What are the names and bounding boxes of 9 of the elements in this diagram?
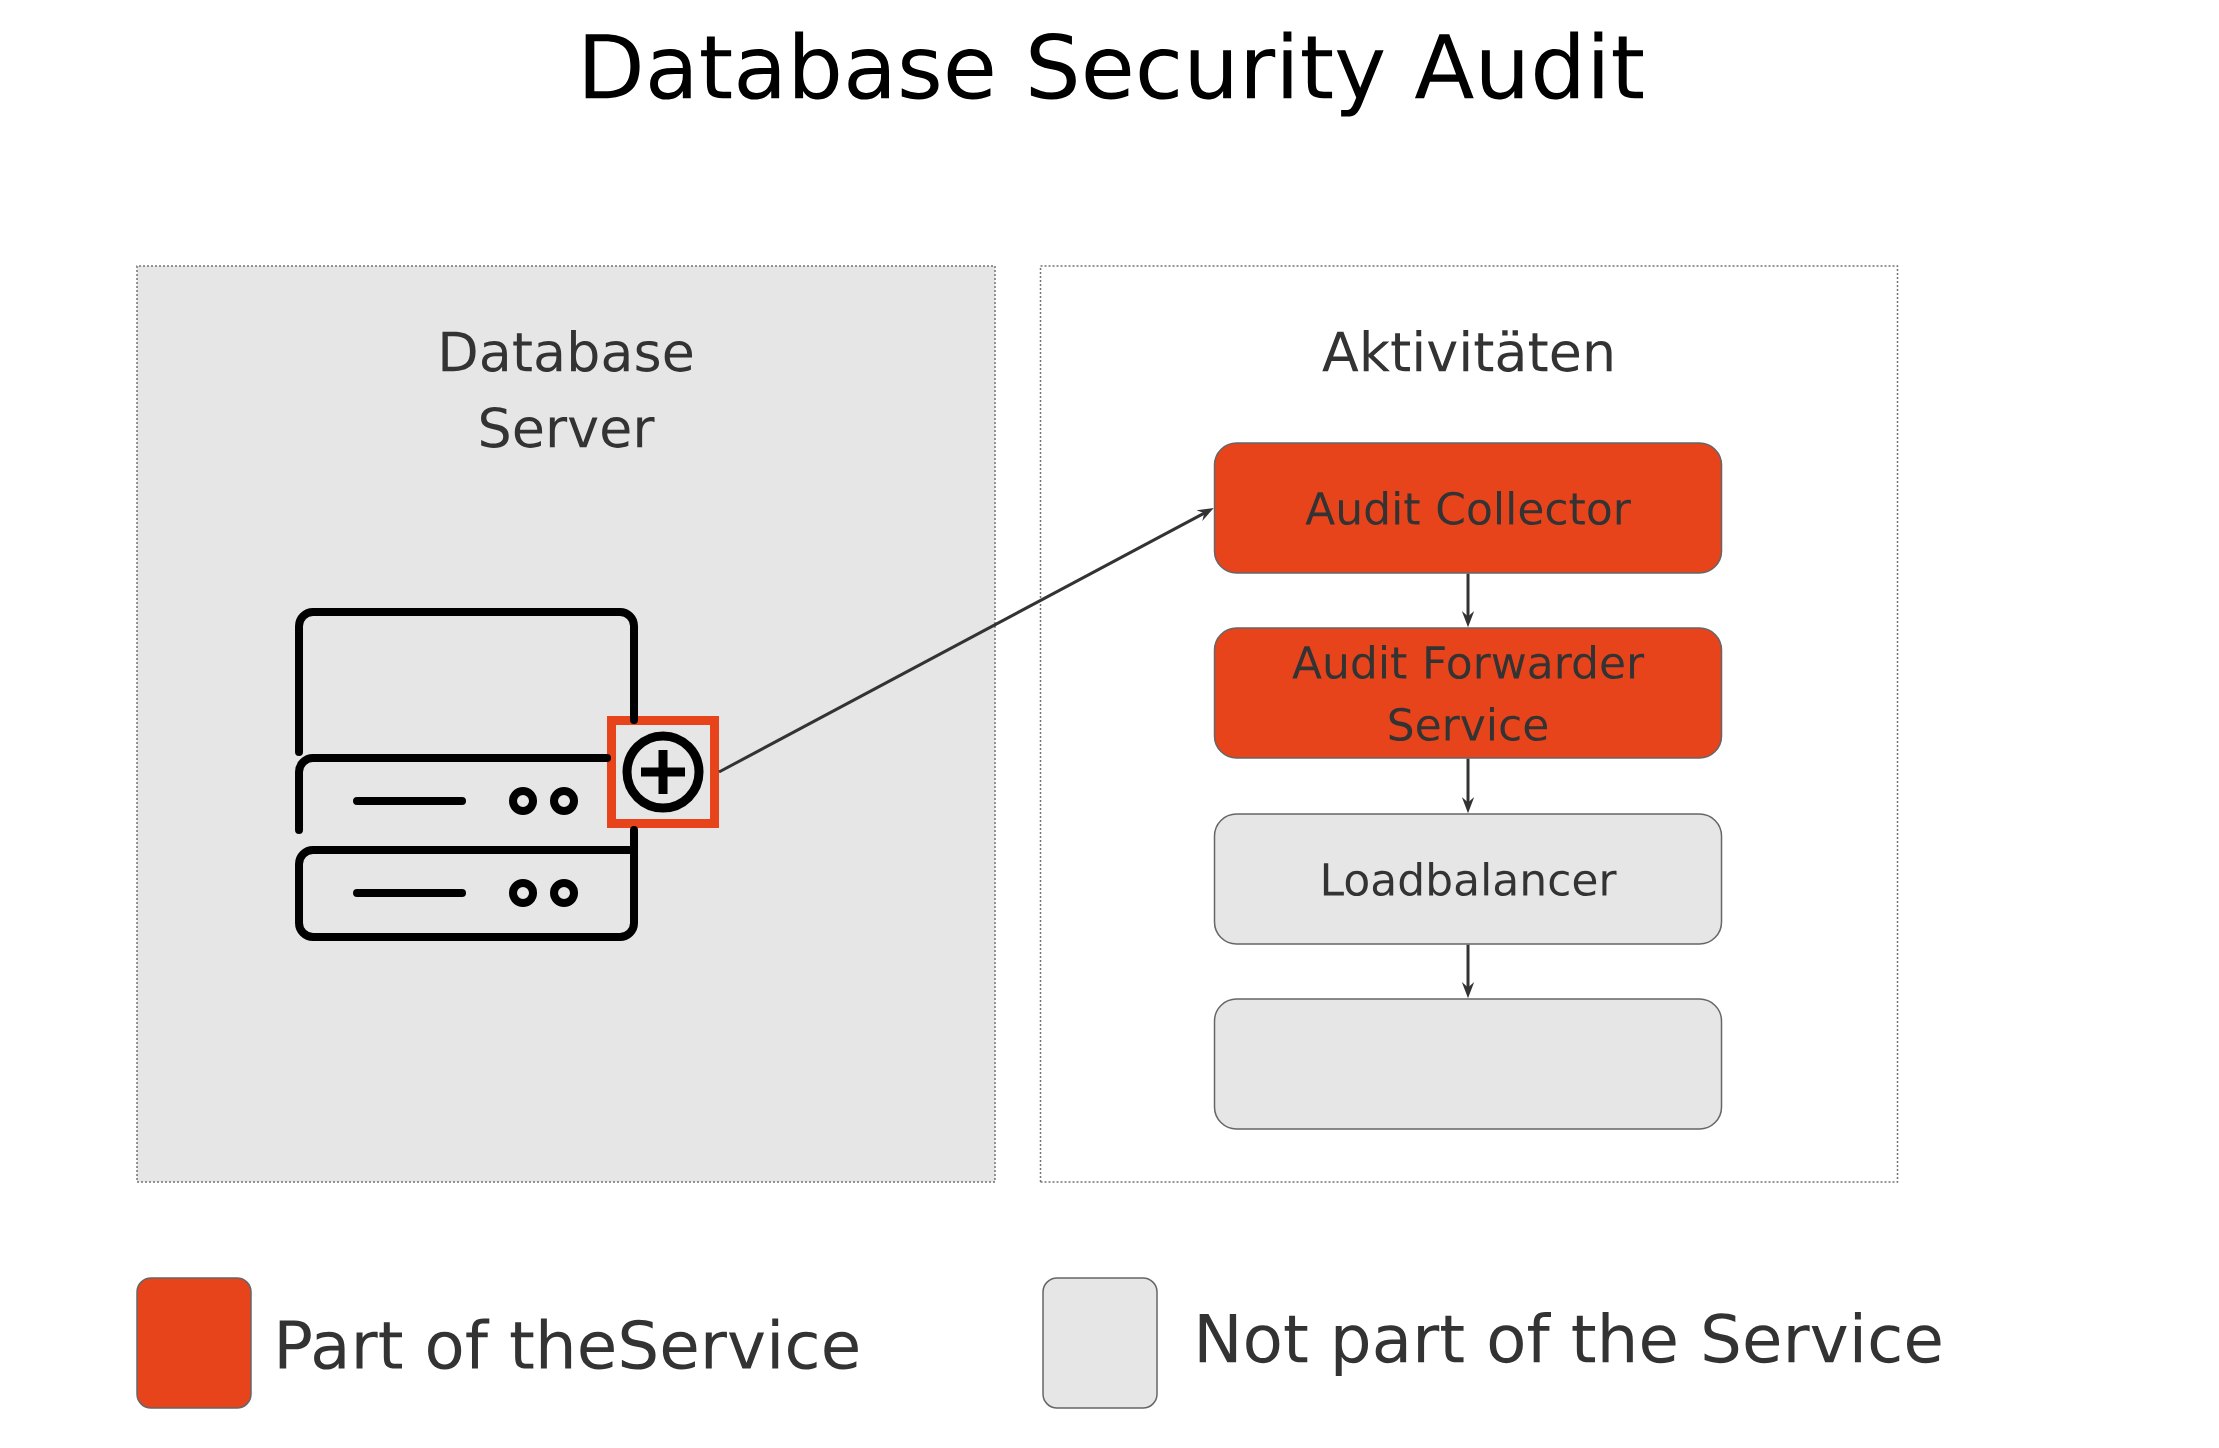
process-box: Loadbalancer	[1213, 813, 1723, 945]
plus-icon	[607, 716, 719, 828]
process-box: Audit Collector	[1213, 442, 1723, 574]
process-box: Audit Forwarder Service	[1213, 627, 1723, 759]
legend-label: Part of theService	[279, 1318, 858, 1370]
panel: Database Server	[136, 265, 996, 1183]
title: Database Security Audit	[585, 31, 1643, 117]
process-box	[1213, 998, 1723, 1130]
legend-label: Not part of the Service	[1199, 1312, 1941, 1376]
